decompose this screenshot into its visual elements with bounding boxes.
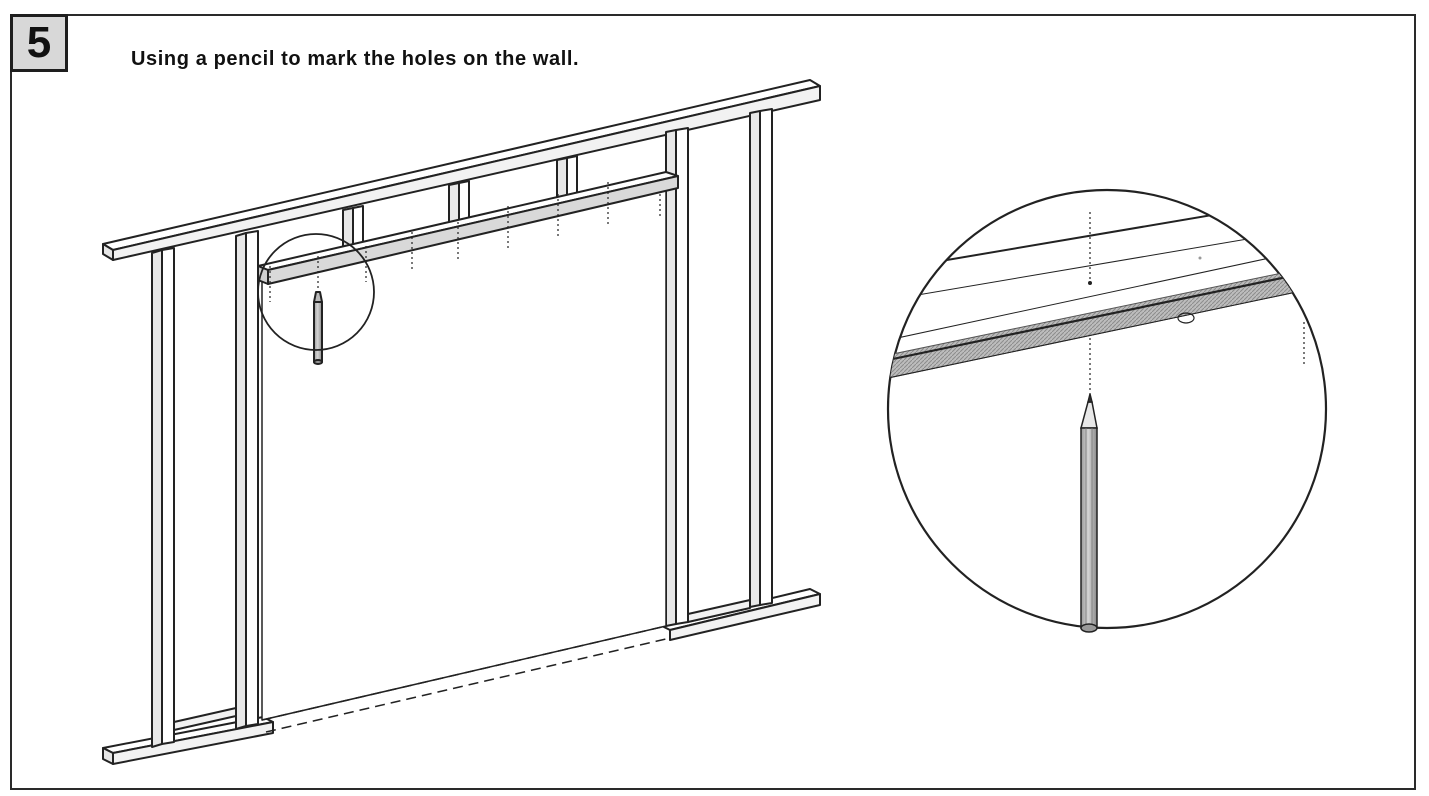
hole-marks <box>269 182 661 302</box>
right-stud-outer <box>687 108 773 623</box>
pencil-icon <box>313 291 323 365</box>
right-stud-inner <box>665 127 689 627</box>
detail-view <box>886 188 1328 633</box>
wall-frame <box>102 79 821 765</box>
mounting-bracket <box>257 171 679 285</box>
step-instruction: Using a pencil to mark the holes on the … <box>131 48 580 70</box>
floor-guide-line <box>261 625 671 733</box>
step-number-badge: 5 <box>10 14 68 72</box>
left-stud-inner <box>173 230 259 731</box>
left-stud-outer <box>151 247 175 748</box>
detail-callout-circle <box>257 233 375 351</box>
detail-pencil-icon <box>1080 393 1098 633</box>
top-plate <box>102 79 821 261</box>
